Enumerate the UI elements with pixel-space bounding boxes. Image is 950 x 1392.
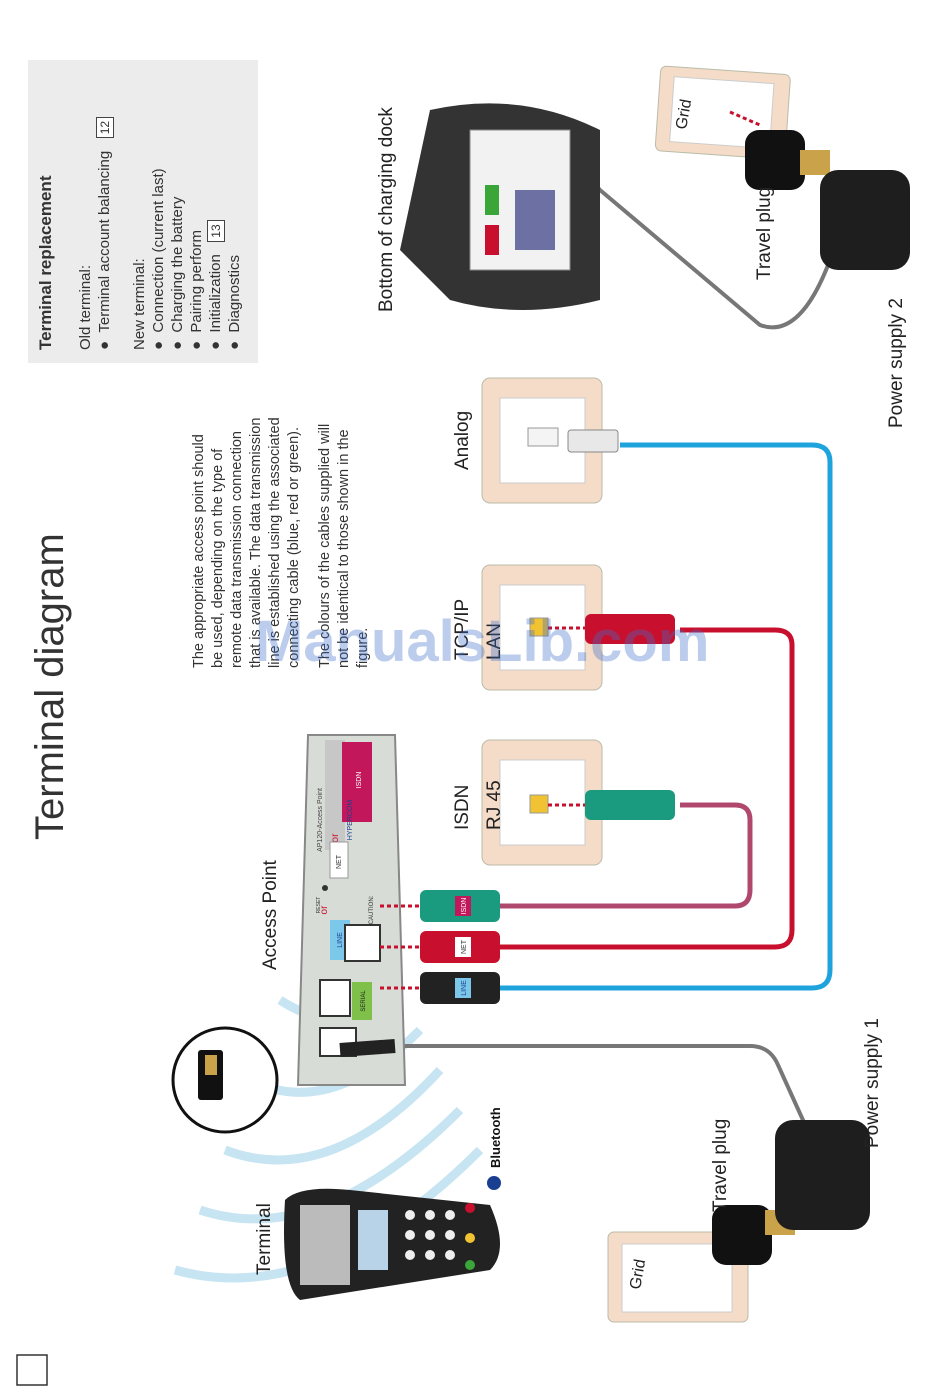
bluetooth-icon: [487, 1176, 501, 1190]
terminal-label: Terminal: [254, 1203, 275, 1275]
net-cable-plug: NET: [420, 931, 500, 963]
power-supply-1-label: Power supply 1: [862, 1018, 883, 1148]
lan-wall-socket: [481, 564, 675, 691]
ap-brand-label: HYPERCOM: [347, 800, 354, 841]
access-point-label: Access Point: [260, 860, 281, 970]
ap-or-label-1: or: [330, 833, 341, 843]
bottom-charging-dock-label: Bottom of charging dock: [376, 107, 397, 312]
analog-label: Analog: [452, 410, 473, 470]
ap-reset-label: RESET: [316, 897, 322, 914]
isdn-wall-socket: [481, 739, 675, 866]
isdn-port-label-bg: [342, 742, 372, 822]
ap-port-net-label: NET: [336, 854, 343, 869]
cable-label-isdn: ISDN: [461, 898, 468, 915]
ap-model-label: AP120-Access Point: [317, 788, 324, 852]
cable-label-net: NET: [461, 939, 468, 954]
access-point-device: ISDN AP120-Access Point or HYPERCOM NET …: [296, 734, 407, 1086]
watermark: ManualsLib.com: [255, 609, 710, 674]
travel-plug-1-device: [712, 1120, 870, 1265]
blue-cable: [500, 442, 833, 991]
travel-plug-2-device: [729, 110, 910, 270]
power-supply-2-label: Power supply 2: [886, 298, 907, 428]
grid-label-1: Grid: [627, 1258, 649, 1291]
red-cable: [500, 627, 795, 950]
payment-terminal-device: [284, 1188, 500, 1300]
ap-caution-label: CAUTION:: [369, 895, 375, 924]
gray-cable-1: [395, 1044, 814, 1141]
ap-port-line-label: LINE: [337, 932, 344, 948]
bluetooth-label: Bluetooth: [488, 1107, 503, 1168]
isdn-cable-plug: ISDN: [420, 890, 500, 922]
ap-port-serial-label: SERIAL: [361, 990, 367, 1012]
green-cable: [500, 802, 753, 909]
ap-or-label-2: or: [319, 905, 330, 915]
rj45-label: RJ 45: [484, 780, 505, 830]
isdn-label: ISDN: [452, 784, 473, 830]
charging-dock: [400, 103, 600, 310]
analog-wall-socket: [481, 377, 619, 504]
travel-plug-2-label: Travel plug: [754, 186, 775, 280]
line-cable-plug: LINE: [420, 972, 500, 1004]
travel-plug-1-label: Travel plug: [710, 1118, 731, 1212]
gray-cable-2: [558, 171, 832, 330]
cable-label-line: LINE: [461, 980, 468, 996]
page-number-box: [16, 1354, 48, 1386]
terminal-replacement-box: [28, 60, 258, 363]
ap-port-isdn-label: ISDN: [356, 772, 363, 789]
power-plug-zoom-circle: [171, 1026, 279, 1134]
grid-label-2: Grid: [673, 98, 695, 131]
